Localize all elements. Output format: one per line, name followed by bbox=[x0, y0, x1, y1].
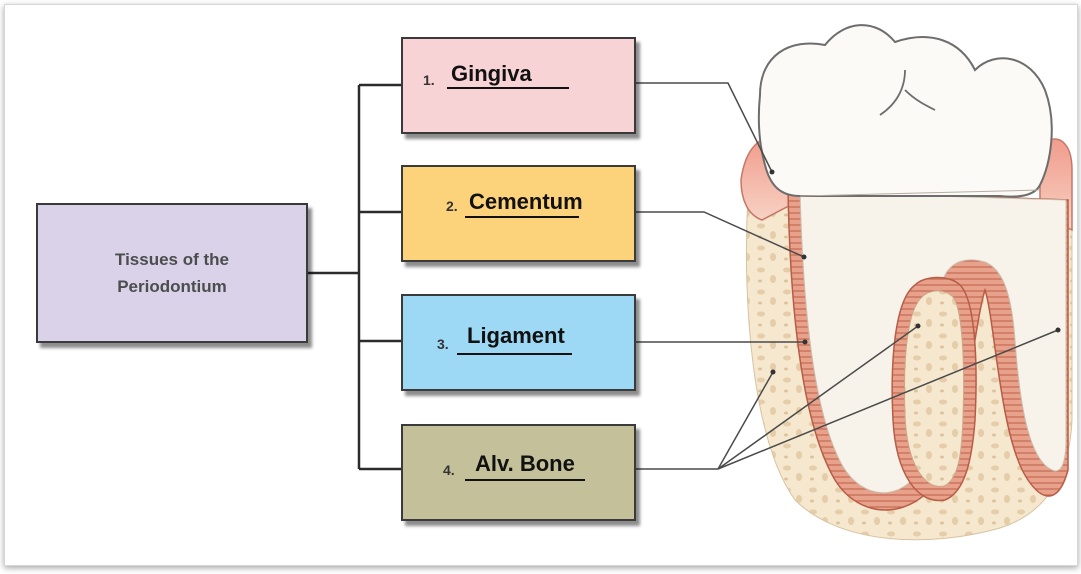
periodontium-title-box: Tissues of the Periodontium bbox=[36, 203, 308, 343]
label-term-alveolar-bone: Alv. Bone bbox=[475, 451, 575, 477]
answer-underline bbox=[465, 479, 585, 481]
label-box-ligament: 3. Ligament bbox=[401, 294, 636, 391]
label-number-1: 1. bbox=[423, 72, 435, 88]
label-term-gingiva: Gingiva bbox=[451, 61, 532, 87]
title-line-2: Periodontium bbox=[115, 273, 229, 300]
label-term-ligament: Ligament bbox=[467, 323, 565, 349]
label-number-4: 4. bbox=[443, 462, 455, 478]
title-line-1: Tissues of the bbox=[115, 246, 229, 273]
label-number-3: 3. bbox=[437, 336, 449, 352]
answer-underline bbox=[465, 216, 579, 218]
answer-underline bbox=[457, 353, 572, 355]
label-box-alveolar-bone: 4. Alv. Bone bbox=[401, 424, 636, 521]
label-box-gingiva: 1. Gingiva bbox=[401, 37, 636, 134]
label-box-cementum: 2. Cementum bbox=[401, 165, 636, 262]
answer-underline bbox=[447, 87, 569, 89]
label-number-2: 2. bbox=[446, 198, 458, 214]
label-term-cementum: Cementum bbox=[469, 189, 583, 215]
